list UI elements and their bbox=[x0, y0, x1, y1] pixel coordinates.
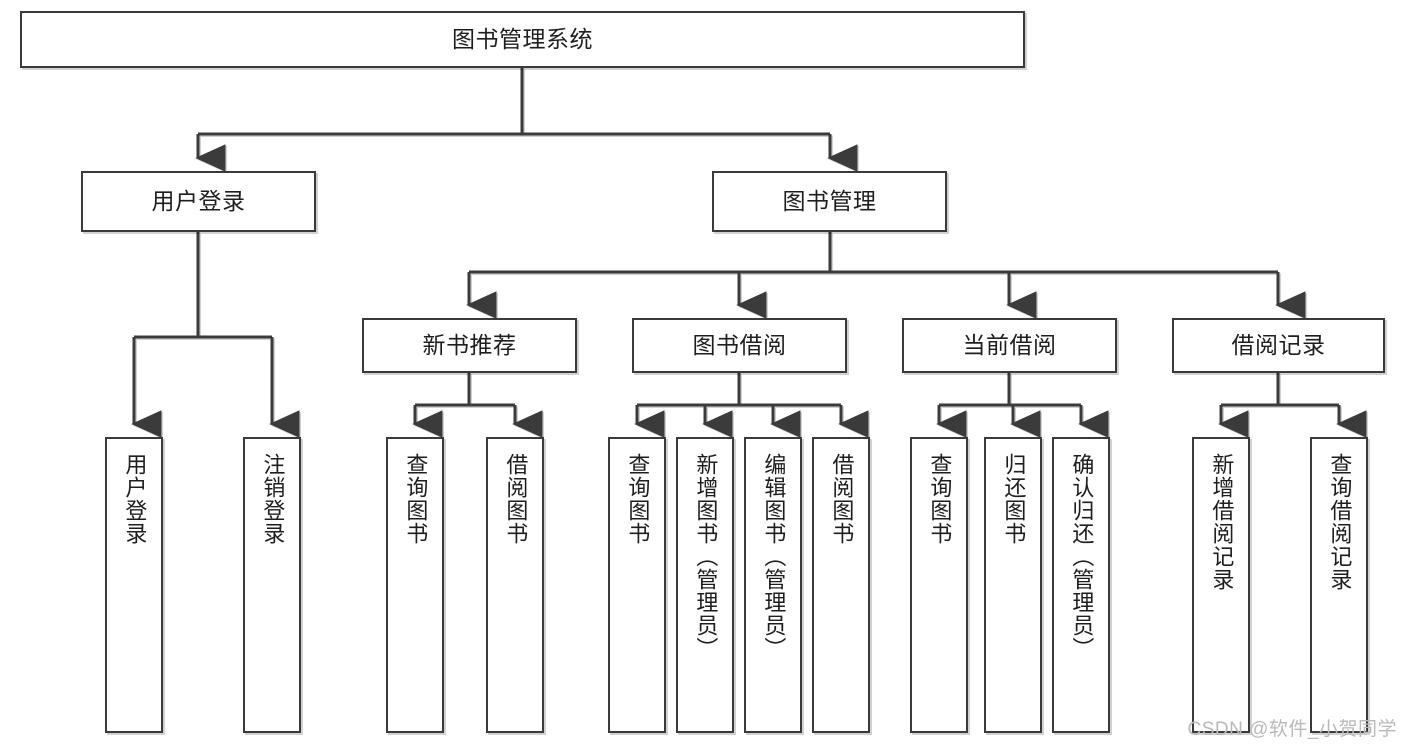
node-label: 查询图书 bbox=[625, 453, 651, 545]
node-label: 图书管理 bbox=[782, 188, 877, 215]
node-user-login[interactable]: 用户登录 bbox=[81, 171, 316, 232]
node-label: 查询图书 bbox=[927, 453, 953, 545]
node-current-borrow[interactable]: 当前借阅 bbox=[902, 318, 1117, 373]
node-label: 查询图书 bbox=[403, 453, 429, 545]
node-label: 查询借阅记录 bbox=[1327, 453, 1353, 591]
node-label: 借阅图书 bbox=[503, 453, 529, 545]
node-label: 当前借阅 bbox=[962, 332, 1057, 359]
node-label: 新增图书（管理员） bbox=[693, 453, 719, 660]
node-root-system[interactable]: 图书管理系统 bbox=[20, 11, 1025, 68]
node-book-manage[interactable]: 图书管理 bbox=[712, 171, 947, 232]
leaf-query-record[interactable]: 查询借阅记录 bbox=[1310, 437, 1368, 733]
leaf-query-book-1[interactable]: 查询图书 bbox=[386, 437, 444, 733]
leaf-user-login[interactable]: 用户登录 bbox=[105, 437, 163, 733]
node-label: 借阅图书 bbox=[829, 453, 855, 545]
node-label: 借阅记录 bbox=[1231, 332, 1326, 359]
node-borrow-record[interactable]: 借阅记录 bbox=[1172, 318, 1385, 373]
leaf-edit-book[interactable]: 编辑图书（管理员） bbox=[744, 437, 802, 733]
leaf-borrow-book-2[interactable]: 借阅图书 bbox=[812, 437, 870, 733]
leaf-query-book-3[interactable]: 查询图书 bbox=[910, 437, 968, 733]
node-label: 用户登录 bbox=[122, 453, 148, 545]
node-book-borrow[interactable]: 图书借阅 bbox=[632, 318, 847, 373]
node-label: 图书借阅 bbox=[692, 332, 787, 359]
leaf-add-book[interactable]: 新增图书（管理员） bbox=[676, 437, 734, 733]
node-new-book-recommend[interactable]: 新书推荐 bbox=[362, 318, 577, 373]
node-label: 新书推荐 bbox=[422, 332, 517, 359]
leaf-borrow-book-1[interactable]: 借阅图书 bbox=[486, 437, 544, 733]
node-label: 归还图书 bbox=[1001, 453, 1027, 545]
leaf-query-book-2[interactable]: 查询图书 bbox=[608, 437, 666, 733]
csdn-watermark: CSDN @软件_小贺同学 bbox=[1187, 719, 1397, 740]
node-label: 用户登录 bbox=[151, 188, 246, 215]
node-label: 确认归还（管理员） bbox=[1069, 453, 1095, 660]
node-label: 编辑图书（管理员） bbox=[761, 453, 787, 660]
leaf-return-book[interactable]: 归还图书 bbox=[984, 437, 1042, 733]
node-label: 图书管理系统 bbox=[452, 26, 593, 53]
leaf-confirm-return[interactable]: 确认归还（管理员） bbox=[1052, 437, 1110, 733]
leaf-add-record[interactable]: 新增借阅记录 bbox=[1192, 437, 1250, 733]
node-label: 注销登录 bbox=[260, 453, 286, 545]
leaf-user-logout[interactable]: 注销登录 bbox=[243, 437, 301, 733]
node-label: 新增借阅记录 bbox=[1209, 453, 1235, 591]
